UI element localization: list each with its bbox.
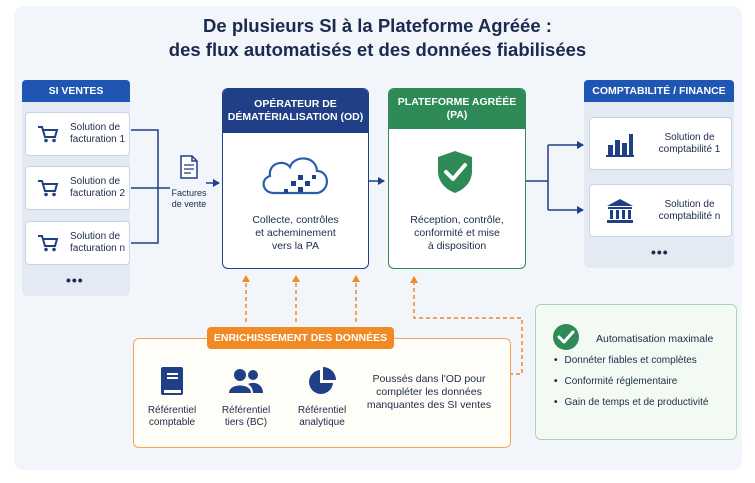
benefit-item: Donnéter fiables et complètes xyxy=(554,355,697,366)
pa-description: Réception, contrôle, conformité et mise … xyxy=(410,214,504,252)
benefits-title: Automatisation maximale xyxy=(596,333,714,345)
comptabilite-card-1[interactable]: Solution de comptabilité 1 xyxy=(589,117,732,170)
facturation-label-1: Solution de facturation 1 xyxy=(70,122,126,145)
book-icon xyxy=(160,366,184,401)
comptabilite-card-n[interactable]: Solution de comptabilité n xyxy=(589,184,732,237)
shopping-cart-icon xyxy=(34,234,62,252)
od-header: OPÉRATEUR DE DÉMATÉRIALISATION (OD) xyxy=(223,89,368,133)
shopping-cart-icon xyxy=(34,179,62,197)
pa-header: PLATEFORME AGRÉÉE (PA) xyxy=(389,89,525,129)
users-icon xyxy=(229,368,263,399)
enrichment-note: Poussés dans l'OD pour compléter les don… xyxy=(366,373,492,411)
title-line-1: De plusieurs SI à la Plateforme Agréée : xyxy=(203,15,552,36)
factures-label: Factures de vente xyxy=(171,188,207,209)
bar-chart-icon xyxy=(606,131,634,157)
shopping-cart-icon xyxy=(34,125,62,143)
comptabilite-label-1: Solution de comptabilité 1 xyxy=(658,131,721,155)
ref-comptable: Référentiel comptable xyxy=(147,405,197,428)
check-circle-icon xyxy=(552,323,580,356)
cloud-icon xyxy=(256,149,334,206)
od-box[interactable]: OPÉRATEUR DE DÉMATÉRIALISATION (OD) Coll… xyxy=(222,88,369,269)
facturation-card-1[interactable]: Solution de facturation 1 xyxy=(25,112,130,156)
page-title: De plusieurs SI à la Plateforme Agréée :… xyxy=(0,14,755,62)
compta-bracket xyxy=(525,141,584,214)
title-line-2: des flux automatisés et des données fiab… xyxy=(168,39,587,60)
benefit-item: Gain de temps et de productivité xyxy=(554,397,709,408)
pie-chart-icon xyxy=(307,366,337,401)
pa-box[interactable]: PLATEFORME AGRÉÉE (PA) Réception, contrô… xyxy=(388,88,526,269)
facturation-card-2[interactable]: Solution de facturation 2 xyxy=(25,166,130,210)
comptabilite-label-n: Solution de comptabilité n xyxy=(658,198,721,222)
si-ventes-header: SI VENTES xyxy=(22,80,130,102)
ref-analytique: Référentiel analytique xyxy=(297,405,347,428)
enrichment-header: ENRICHISSEMENT DES DONNÉES xyxy=(207,327,394,349)
ref-tiers: Référentiel tiers (BC) xyxy=(221,405,271,428)
facturation-label-n: Solution de facturation n xyxy=(70,231,126,254)
bank-icon xyxy=(606,198,634,224)
benefit-item: Conformité réglementaire xyxy=(554,376,678,387)
compta-header: COMPTABILITÉ / FINANCE xyxy=(584,80,734,102)
si-ventes-more: ••• xyxy=(66,272,84,288)
od-description: Collecte, contrôles et acheminement vers… xyxy=(252,214,339,252)
document-icon xyxy=(179,155,199,184)
compta-more: ••• xyxy=(651,244,669,260)
enrichment-arrows xyxy=(242,275,523,375)
si-ventes-bracket xyxy=(131,129,170,244)
facturation-card-n[interactable]: Solution de facturation n xyxy=(25,221,130,265)
shield-check-icon xyxy=(435,149,475,200)
benefits-box: Automatisation maximale Donnéter fiables… xyxy=(535,304,737,440)
facturation-label-2: Solution de facturation 2 xyxy=(70,176,126,199)
